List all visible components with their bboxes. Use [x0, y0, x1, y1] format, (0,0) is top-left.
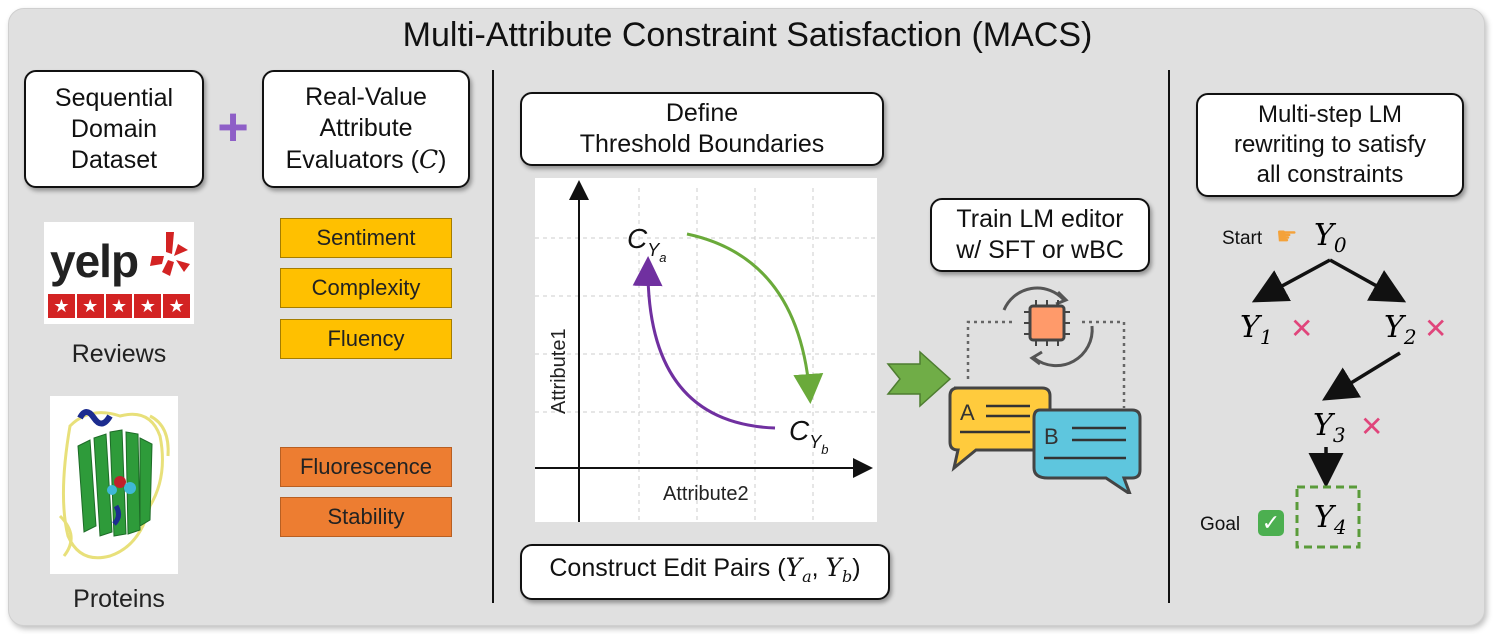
edit-pairs-yb-sub: b	[842, 567, 853, 586]
block-arrow-icon	[886, 350, 952, 408]
edit-pairs-text: Construct Edit Pairs (	[549, 554, 786, 582]
edit-pairs-box: Construct Edit Pairs (Ya, Yb)	[520, 544, 890, 600]
point-b-label: CYb	[789, 415, 828, 457]
plot-svg: Attribute2 Attribute1 CYa CYb	[535, 180, 877, 522]
dataset-box: Sequential Domain Dataset	[24, 70, 204, 188]
yelp-logo: yelp ★ ★ ★ ★ ★	[44, 222, 194, 324]
y-axis-label: Attribute1	[548, 328, 570, 414]
chip-icon	[1028, 304, 1066, 342]
point-a-label: CYa	[627, 223, 666, 265]
edit-pairs-close: )	[852, 554, 861, 582]
fail-icon-y2: ✕	[1424, 313, 1448, 344]
diagram-title: Multi-Attribute Constraint Satisfaction …	[402, 16, 1093, 54]
fail-icon-y3: ✕	[1360, 411, 1384, 442]
proteins-label: Proteins	[73, 585, 165, 613]
yelp-stars: ★ ★ ★ ★ ★	[48, 294, 190, 318]
green-arrow	[686, 232, 824, 404]
threshold-box: Define Threshold Boundaries	[520, 92, 884, 166]
edit-pairs-ya: Y	[785, 553, 803, 582]
star-icon: ★	[76, 294, 104, 318]
yelp-burst-icon	[150, 232, 190, 276]
evaluators-close: )	[438, 146, 447, 174]
edge-y2-y3	[1322, 351, 1401, 401]
attribute-plot: Attribute2 Attribute1 CYa CYb	[535, 178, 877, 522]
reviews-label: Reviews	[71, 340, 167, 368]
pointing-hand-icon: ☛	[1276, 223, 1298, 250]
attribute-sentiment: Sentiment	[280, 218, 452, 258]
star-icon: ★	[134, 294, 162, 318]
plus-symbol: +	[217, 97, 249, 157]
node-y3: Y3	[1313, 408, 1346, 447]
attribute-fluency: Fluency	[280, 319, 452, 359]
bubble-b-icon	[1032, 408, 1142, 494]
star-icon: ★	[105, 294, 133, 318]
attribute-fluorescence: Fluorescence	[280, 447, 452, 487]
goal-highlight-box	[1295, 485, 1361, 549]
train-editor-box: Train LM editor w/ SFT or wBC	[930, 198, 1150, 272]
evaluators-symbol: C	[418, 145, 439, 174]
rewrite-tree	[1251, 258, 1407, 549]
goal-label: Goal	[1200, 514, 1241, 535]
node-y2: Y2	[1384, 310, 1417, 349]
node-y1: Y1	[1240, 310, 1273, 349]
node-y0: Y0	[1314, 218, 1347, 257]
check-icon: ✓	[1258, 510, 1284, 536]
evaluators-box: Real-Value Attribute Evaluators (C)	[262, 70, 470, 188]
separator-right	[1168, 70, 1170, 603]
start-label: Start	[1222, 228, 1263, 249]
fail-icon-y1: ✕	[1290, 313, 1314, 344]
edit-pairs-yb: Y	[825, 553, 843, 582]
attribute-complexity: Complexity	[280, 268, 452, 308]
purple-arrow	[632, 256, 776, 430]
bubble-a-label: A	[960, 400, 975, 425]
x-axis-label: Attribute2	[663, 483, 749, 505]
star-icon: ★	[48, 294, 75, 318]
node-y4: Y4	[1314, 500, 1347, 539]
star-icon: ★	[163, 294, 190, 318]
bubble-b-label: B	[1044, 424, 1059, 449]
evaluators-text: Real-Value Attribute Evaluators (	[285, 83, 427, 174]
edge-y0-y2	[1329, 258, 1407, 303]
bubble-a-icon	[948, 386, 1052, 472]
attribute-stability: Stability	[280, 497, 452, 537]
separator-left	[492, 70, 494, 603]
edge-y0-y1	[1251, 258, 1331, 303]
edit-pairs-ya-sub: a	[802, 567, 812, 586]
lm-editor-icon: A B	[948, 286, 1142, 494]
protein-structure-image	[50, 396, 178, 574]
yelp-logo-text: yelp	[50, 235, 139, 287]
rewrite-box: Multi-step LM rewriting to satisfy all c…	[1196, 93, 1464, 197]
